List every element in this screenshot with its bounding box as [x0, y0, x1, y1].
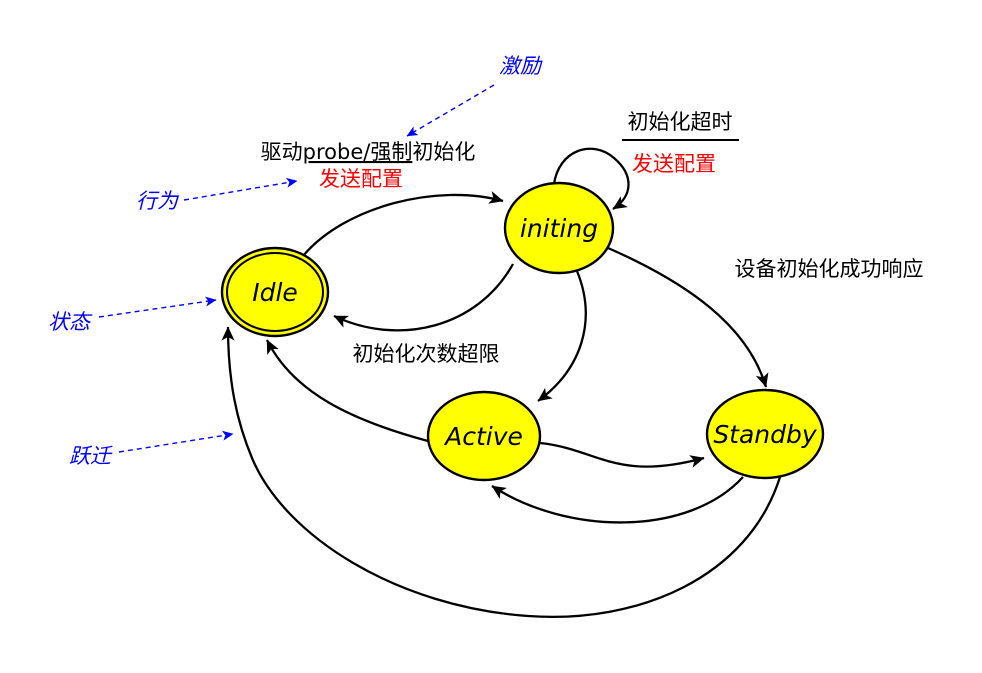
label-initing-to-idle: 初始化次数超限 [353, 342, 500, 366]
state-initing: initing [503, 181, 615, 275]
state-active: Active [426, 390, 542, 482]
edge-active-to-idle [265, 339, 429, 443]
state-standby: Standby [705, 388, 825, 480]
state-idle: Idle [220, 246, 330, 338]
label-initing-to-standby: 设备初始化成功响应 [735, 257, 924, 281]
state-idle-label: Idle [252, 278, 298, 307]
trigger-prefix-text: 驱动 [261, 140, 303, 164]
trigger-suffix-text: 初始化 [412, 140, 475, 164]
edge-initing-self-loop [552, 147, 630, 210]
state-initing-ellipse [503, 181, 615, 275]
annotation-behavior-label: 行为 [136, 189, 180, 213]
label-idle-to-initing-trigger: 驱动probe/强制初始化 [261, 140, 476, 164]
annotation-state-pointer-arrow [98, 296, 217, 318]
state-idle-inner-ellipse [226, 252, 324, 332]
state-standby-ellipse [705, 388, 825, 480]
edge-standby-to-active [491, 476, 744, 524]
annotation-state-label: 状态 [48, 310, 93, 334]
label-idle-to-initing-action: 发送配置 [319, 167, 403, 191]
state-active-ellipse [426, 390, 542, 482]
annotation-transition-pointer-arrow [118, 430, 234, 453]
annotation-stimulus-label: 激励 [499, 54, 543, 78]
state-initing-label: initing [520, 214, 598, 243]
edge-standby-to-idle [221, 326, 782, 618]
edge-initing-to-standby [607, 246, 769, 388]
annotation-stimulus-pointer-arrow [406, 84, 495, 137]
trigger-underlined-text: probe/强制 [303, 140, 413, 164]
label-self-loop-action: 发送配置 [632, 152, 716, 176]
edge-idle-to-initing [302, 191, 504, 257]
edge-initing-to-active [537, 270, 587, 402]
state-standby-label: Standby [713, 420, 818, 449]
annotation-transition-label: 跃迁 [69, 444, 113, 468]
state-active-label: Active [443, 422, 523, 451]
label-self-loop-trigger: 初始化超时 [628, 110, 733, 134]
edge-active-to-standby [539, 441, 705, 468]
edge-initing-to-idle [333, 263, 515, 332]
annotation-behavior-pointer-arrow [183, 177, 298, 201]
state-idle-outer-ellipse [220, 246, 330, 338]
